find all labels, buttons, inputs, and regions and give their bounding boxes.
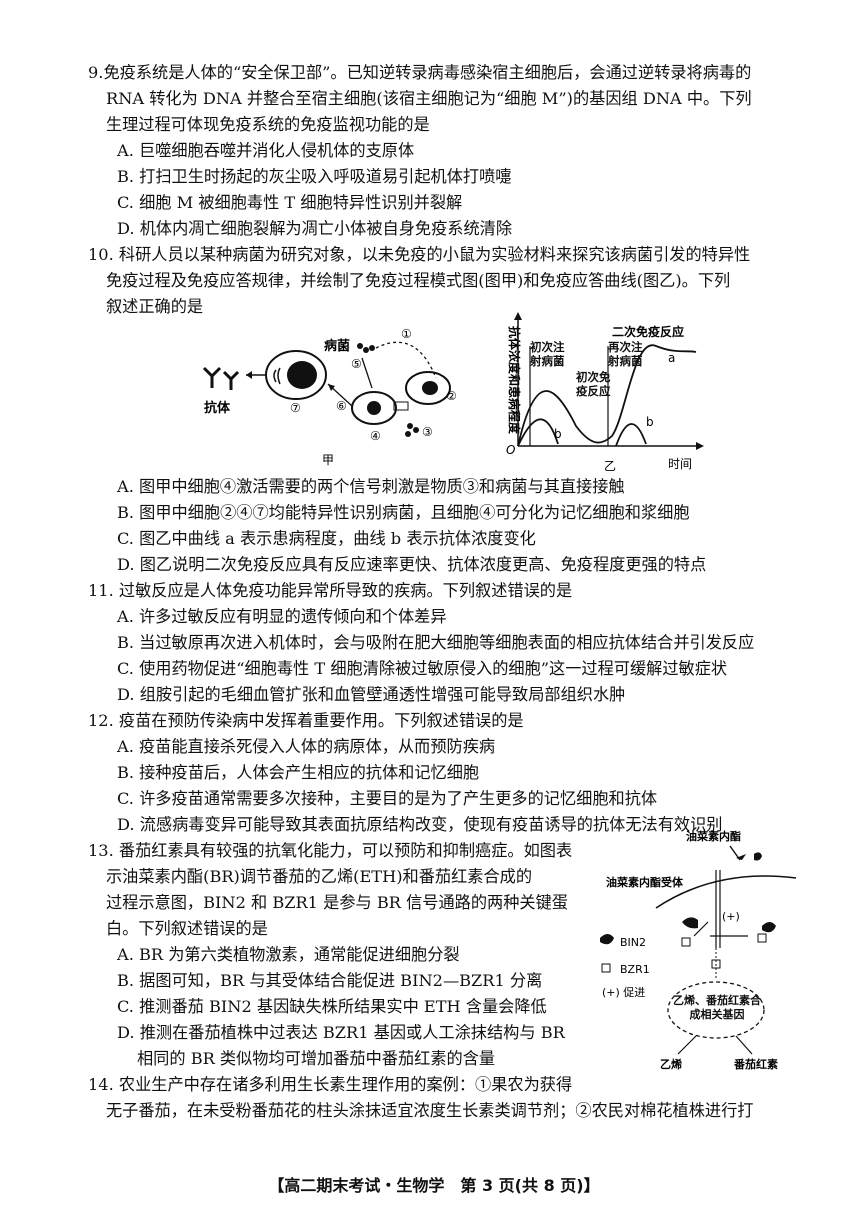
- text-line: 10. 科研人员以某种病菌为研究对象，以未免疫的小鼠为实验材料来探究该病菌引发的…: [88, 245, 751, 264]
- pathogen-icon: [357, 343, 375, 353]
- first-response-label: 初次免疫反应: [576, 370, 611, 398]
- text-line: 无子番茄，在未受粉番茄花的柱头涂抹适宜浓度生长素类调节剂；②农民对棉花植株进行打: [106, 1101, 754, 1120]
- origin-label: O: [506, 443, 515, 457]
- genes-label: 乙烯、番茄红素合成相关基因: [673, 994, 761, 1021]
- text-line: C. 许多疫苗通常需要多次接种，主要目的是为了产生更多的记忆细胞和抗体: [117, 789, 658, 808]
- text-line: A. BR 为第六类植物激素，通常能促进细胞分裂: [117, 945, 460, 964]
- curve-a: [517, 344, 697, 447]
- text-line: 9.免疫系统是人体的“安全保卫部”。已知逆转录病毒感染宿主细胞后，会通过逆转录将…: [88, 63, 752, 82]
- text-line: B. 打扫卫生时扬起的灰尘吸入呼吸道易引起机体打喷嚏: [117, 167, 512, 186]
- antibody-icons: [202, 366, 240, 390]
- figure-caption-yi: 乙: [604, 459, 616, 473]
- promote-legend: (+) 促进: [602, 985, 645, 999]
- cytokine-icon: [405, 423, 419, 437]
- curve-b-label-2: b: [646, 415, 654, 429]
- presenting-cell: [405, 371, 451, 405]
- text-line: 免疫过程及免疫应答规律，并绘制了免疫过程模式图(图甲)和免疫应答曲线(图乙)。下…: [106, 271, 731, 290]
- text-line: C. 图乙中曲线 a 表示患病程度，曲线 b 表示抗体浓度变化: [117, 529, 536, 548]
- figure-jia-immune-process: 抗体 ⑦ 病菌 ① ⑤ ② ④ ⑥ ③ 甲: [202, 327, 457, 467]
- text-line: A. 巨噬细胞吞噬并消化人侵机体的支原体: [117, 141, 415, 160]
- text-line: 11. 过敏反应是人体免疫功能异常所导致的疾病。下列叙述错误的是: [88, 581, 573, 600]
- nucleus: [667, 981, 765, 1039]
- curve-b-label-1: b: [554, 427, 562, 441]
- first-inject-label: 初次注射病菌: [530, 340, 565, 368]
- text-line: D. 组胺引起的毛细血管扩张和血管壁通透性增强可能导致局部组织水肿: [117, 685, 626, 704]
- bin2-icon: [682, 917, 698, 929]
- text-line: 12. 疫苗在预防传染病中发挥着重要作用。下列叙述错误的是: [88, 711, 524, 730]
- label-2: ②: [446, 389, 457, 403]
- second-response-label: 二次免疫反应: [612, 324, 684, 339]
- label-3: ③: [422, 425, 433, 439]
- x-axis-label: 时间: [668, 457, 692, 471]
- curve-a-label: a: [668, 351, 675, 365]
- figure-caption-jia: 甲: [322, 453, 334, 467]
- text-line: A. 疫苗能直接杀死侵入人体的病原体，从而预防疾病: [117, 737, 496, 756]
- text-line: 过程示意图，BIN2 和 BZR1 是参与 BR 信号通路的两种关键蛋: [106, 893, 568, 912]
- bin2-legend: BIN2: [620, 936, 646, 949]
- figure-br-signaling: 油菜素内酯 油菜素内酯受体 (+) BIN2 BZR1 (+) 促进 乙烯、番茄…: [600, 829, 797, 1071]
- text-line: A. 许多过敏反应有明显的遗传倾向和个体差异: [117, 607, 447, 626]
- promote-mark: (+): [722, 910, 740, 923]
- text-line: 叙述正确的是: [106, 297, 204, 316]
- pathogen-label: 病菌: [324, 338, 350, 354]
- br-label: 油菜素内酯: [686, 829, 741, 843]
- figure-yi-immune-curve: 抗体浓度和患病程度 O 时间 初次注射病菌 初次免疫反应 再次注射病菌 二次免疫…: [506, 312, 704, 473]
- br-molecule-icon: [754, 852, 762, 861]
- text-line: D. 机体内凋亡细胞裂解为凋亡小体被自身免疫系统清除: [117, 219, 513, 238]
- text-line: D. 流感病毒变异可能导致其表面抗原结构改变，使现有疫苗诱导的抗体无法有效识别: [117, 815, 723, 834]
- text-line: C. 使用药物促进“细胞毒性 T 细胞清除被过敏原侵入的细胞”这一过程可缓解过敏…: [117, 659, 728, 678]
- ethylene-label: 乙烯: [660, 1057, 682, 1071]
- cell-membrane: [655, 875, 797, 909]
- bzr1-legend: BZR1: [620, 963, 650, 976]
- text-line: B. 据图可知，BR 与其受体结合能促进 BIN2—BZR1 分离: [117, 971, 543, 990]
- text-line: A. 图甲中细胞④激活需要的两个信号刺激是物质③和病菌与其直接接触: [117, 477, 625, 496]
- text-line: C. 推测番茄 BIN2 基因缺失株所结果实中 ETH 含量会降低: [117, 997, 547, 1016]
- lycopene-label: 番茄红素: [733, 1057, 778, 1071]
- page-footer: 【高二期末考试・生物学 第 3 页(共 8 页)】: [268, 1176, 600, 1195]
- plasma-cell: [265, 350, 327, 400]
- text-line: RNA 转化为 DNA 并整合至宿主细胞(该宿主细胞记为“细胞 M”)的基因组 …: [106, 89, 752, 108]
- text-line: 生理过程可体现免疫系统的免疫监视功能的是: [106, 115, 430, 134]
- text-line: B. 接种疫苗后，人体会产生相应的抗体和记忆细胞: [117, 763, 480, 782]
- curve-b: [517, 418, 647, 447]
- receptor-label: 油菜素内酯受体: [606, 875, 684, 889]
- second-inject-label: 再次注射病菌: [608, 340, 643, 368]
- text-line: 相同的 BR 类似物均可增加番茄中番茄红素的含量: [137, 1049, 496, 1068]
- label-7: ⑦: [290, 401, 301, 415]
- text-line: D. 图乙说明二次免疫反应具有反应速率更快、抗体浓度更高、免疫程度更强的特点: [117, 555, 707, 574]
- label-4: ④: [370, 429, 381, 443]
- y-axis-label: 抗体浓度和患病程度: [507, 326, 522, 435]
- text-line: D. 推测在番茄植株中过表达 BZR1 基因或人工涂抹结构与 BR: [117, 1023, 565, 1042]
- text-line: 白。下列叙述错误的是: [106, 919, 268, 938]
- text-line: B. 当过敏原再次进入机体时，会与吸附在肥大细胞等细胞表面的相应抗体结合并引发反…: [117, 633, 755, 652]
- text-line: 13. 番茄红素具有较强的抗氧化能力，可以预防和抑制癌症。如图表: [88, 841, 573, 860]
- label-1: ①: [401, 327, 412, 341]
- text-line: B. 图甲中细胞②④⑦均能特异性识别病菌，且细胞④可分化为记忆细胞和浆细胞: [117, 503, 690, 522]
- b-cell: [351, 391, 397, 425]
- antibody-label: 抗体: [204, 400, 231, 416]
- label-6: ⑥: [336, 399, 347, 413]
- text-line: C. 细胞 M 被细胞毒性 T 细胞特异性识别并裂解: [117, 193, 463, 212]
- label-5: ⑤: [351, 357, 362, 371]
- text-line: 示油菜素内酯(BR)调节番茄的乙烯(ETH)和番茄红素合成的: [106, 867, 533, 886]
- text-line: 14. 农业生产中存在诸多利用生长素生理作用的案例：①果农为获得: [88, 1075, 573, 1094]
